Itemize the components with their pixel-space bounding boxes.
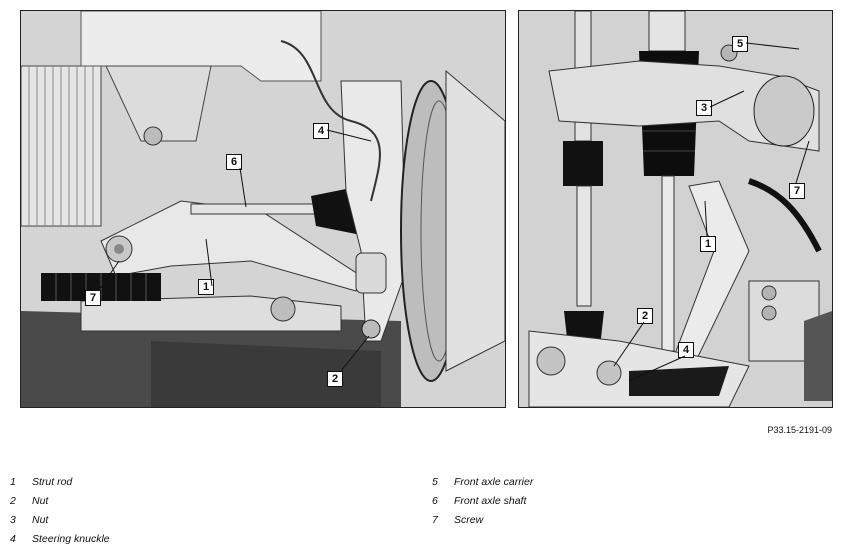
legend-label: Front axle shaft xyxy=(454,495,527,507)
left-boot-drawing xyxy=(563,141,603,186)
brake-disc-drawing xyxy=(400,69,505,382)
legend-item: 3 Nut xyxy=(10,514,110,533)
legend-number: 3 xyxy=(10,514,16,526)
callout-7: 7 xyxy=(85,290,101,306)
right-illustration xyxy=(519,11,832,407)
legend-number: 1 xyxy=(10,476,16,488)
legend-label: Screw xyxy=(454,514,484,526)
callout-3: 3 xyxy=(696,100,712,116)
callout-2: 2 xyxy=(327,371,343,387)
legend-item: 4 Steering knuckle xyxy=(10,533,110,552)
left-illustration xyxy=(21,11,505,407)
left-illustration-panel: 1 2 4 6 7 xyxy=(20,10,506,408)
legend-number: 7 xyxy=(432,514,438,526)
legend-number: 5 xyxy=(432,476,438,488)
reference-code: P33.15-2191-09 xyxy=(767,425,832,435)
callout-2: 2 xyxy=(637,308,653,324)
legend-item: 1 Strut rod xyxy=(10,476,110,495)
callout-6: 6 xyxy=(226,154,242,170)
callout-7: 7 xyxy=(789,183,805,199)
callout-1: 1 xyxy=(198,279,214,295)
legend-item: 7 Screw xyxy=(432,514,533,533)
legend-item: 2 Nut xyxy=(10,495,110,514)
callout-1: 1 xyxy=(700,236,716,252)
callout-5: 5 xyxy=(732,36,748,52)
callout-4: 4 xyxy=(678,342,694,358)
legend-item: 5 Front axle carrier xyxy=(432,476,533,495)
legend-number: 2 xyxy=(10,495,16,507)
legend-label: Strut rod xyxy=(32,476,73,488)
steering-boot-drawing xyxy=(41,273,161,301)
legend-label: Steering knuckle xyxy=(32,533,110,545)
callout-4: 4 xyxy=(313,123,329,139)
legend-label: Nut xyxy=(32,495,49,507)
radiator-drawing xyxy=(21,65,102,227)
legend-number: 4 xyxy=(10,533,16,545)
legend-label: Nut xyxy=(32,514,49,526)
legend-label: Front axle carrier xyxy=(454,476,534,488)
legend-right-column: 5 Front axle carrier 6 Front axle shaft 7 S… xyxy=(432,476,533,533)
legend-item: 6 Front axle shaft xyxy=(432,495,533,514)
right-illustration-panel: 1 2 3 4 5 7 xyxy=(518,10,833,408)
legend-number: 6 xyxy=(432,495,438,507)
